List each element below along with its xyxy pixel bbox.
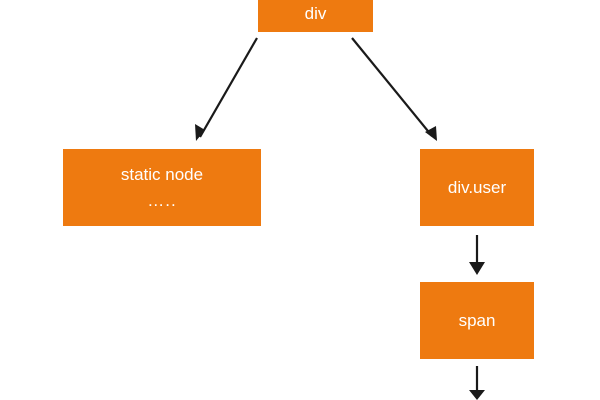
node-div-user-label: div.user bbox=[447, 177, 507, 197]
edge-root-to-static-node bbox=[199, 37, 258, 138]
node-div-user: div.user bbox=[420, 149, 534, 226]
node-static-node-label: static node bbox=[120, 164, 204, 184]
arrowhead-next bbox=[469, 390, 485, 400]
node-root-div: div bbox=[258, 0, 373, 32]
node-static-node-ellipsis: ….. bbox=[147, 190, 177, 210]
arrowhead-static-node bbox=[195, 124, 205, 141]
node-root-div-label: div bbox=[304, 4, 327, 23]
arrowhead-span bbox=[469, 262, 485, 275]
edge-root-to-div-user bbox=[351, 37, 433, 137]
arrowhead-div-user bbox=[425, 126, 437, 141]
node-span: span bbox=[420, 282, 534, 359]
node-span-label: span bbox=[458, 310, 496, 330]
node-static-node: static node ….. bbox=[63, 149, 261, 226]
